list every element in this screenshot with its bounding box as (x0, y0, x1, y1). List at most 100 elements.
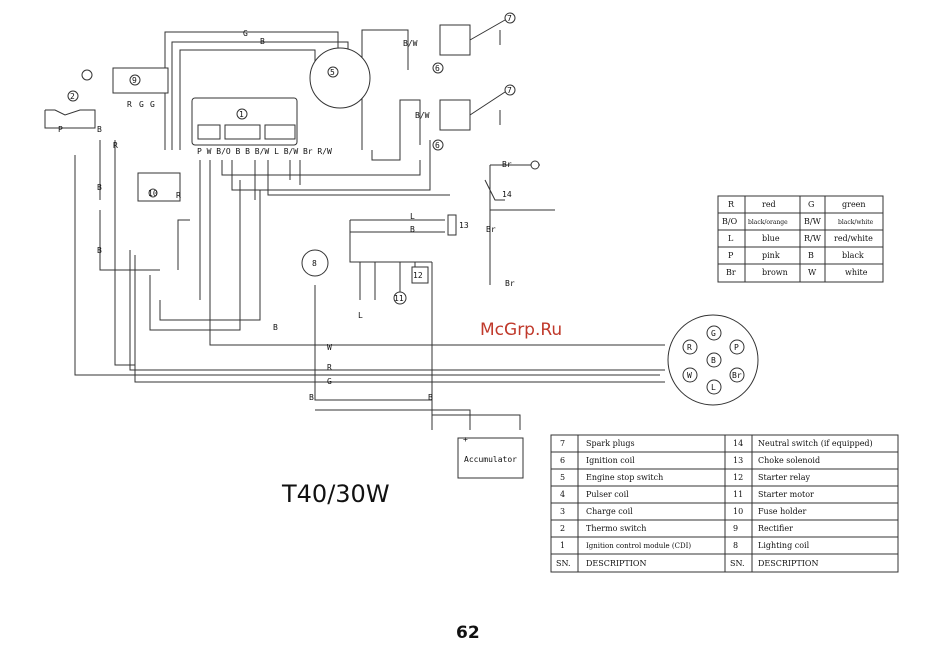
svg-text:Charge coil: Charge coil (586, 507, 633, 516)
svg-text:L: L (711, 383, 716, 392)
accumulator (457, 437, 524, 479)
connector-pin-r (682, 339, 698, 355)
wire-labels: G B B/W B/W R G G P B R B B R B L B Br B… (58, 29, 515, 402)
svg-text:B: B (97, 246, 102, 255)
svg-text:blue: blue (762, 234, 780, 243)
svg-text:14: 14 (733, 439, 743, 448)
svg-text:R: R (728, 200, 735, 209)
svg-text:W: W (687, 371, 692, 380)
diagram-title: T40/30W (281, 480, 390, 508)
svg-text:G: G (243, 29, 248, 38)
svg-text:R/W: R/W (804, 234, 822, 243)
svg-text:Thermo switch: Thermo switch (586, 524, 646, 533)
component-marker-6a (432, 62, 444, 74)
component-number-1: 1 (239, 110, 244, 119)
rectifier (112, 67, 169, 94)
component-number-5: 5 (330, 68, 335, 77)
svg-text:L: L (410, 212, 415, 221)
component-number-7b: 7 (507, 86, 512, 95)
svg-text:Spark plugs: Spark plugs (586, 439, 635, 448)
ground-terminal-icon (81, 69, 93, 81)
svg-text:SN.: SN. (730, 559, 745, 568)
svg-text:4: 4 (560, 490, 565, 499)
svg-text:10: 10 (733, 507, 743, 516)
neutral-switch (484, 179, 505, 201)
svg-text:green: green (842, 200, 866, 209)
svg-text:R: R (127, 100, 132, 109)
thermo-switch (44, 109, 96, 129)
svg-text:B/W: B/W (415, 111, 430, 120)
connector-pin-p (729, 339, 745, 355)
ignition-coil-bottom: 6 7 (432, 84, 516, 151)
svg-text:B: B (260, 37, 265, 46)
svg-text:white: white (845, 268, 868, 277)
cdi-terminal-labels: P W B/O B B B/W L B/W Br R/W (197, 147, 332, 156)
svg-text:Ignition coil: Ignition coil (586, 456, 635, 465)
starter-motor (393, 291, 407, 305)
svg-text:DESCRIPTION: DESCRIPTION (758, 559, 818, 568)
svg-text:B: B (410, 225, 415, 234)
svg-text:R: R (113, 141, 118, 150)
svg-text:G: G (150, 100, 155, 109)
svg-text:B/W: B/W (804, 217, 822, 226)
svg-text:B: B (309, 393, 314, 402)
choke-solenoid (447, 214, 457, 236)
component-number-2: 2 (70, 92, 75, 101)
svg-text:R: R (687, 343, 692, 352)
cdi-connector-2 (224, 124, 261, 140)
svg-text:P: P (734, 343, 739, 352)
color-legend: R red G green B/O black/orange B/W black… (717, 195, 884, 283)
component-number-14: 14 (502, 190, 512, 199)
svg-text:DESCRIPTION: DESCRIPTION (586, 559, 646, 568)
component-number-10: 10 (148, 189, 158, 198)
svg-text:B: B (273, 323, 278, 332)
svg-text:B: B (428, 393, 433, 402)
main-connector: G R B P W L Br (667, 314, 759, 406)
svg-text:G: G (808, 200, 814, 209)
connector-pin-w (682, 367, 698, 383)
svg-text:B/O: B/O (722, 217, 738, 226)
watermark: McGrp.Ru (480, 320, 562, 340)
svg-text:2: 2 (560, 524, 565, 533)
svg-text:B: B (97, 125, 102, 134)
svg-text:L: L (728, 234, 734, 243)
cdi-connector-3 (264, 124, 296, 140)
svg-text:Br: Br (726, 268, 736, 277)
svg-text:red: red (762, 200, 776, 209)
connector-pin-l (706, 379, 722, 395)
svg-text:5: 5 (560, 473, 565, 482)
component-marker-10 (148, 188, 158, 198)
component-number-8: 8 (312, 259, 317, 268)
wiring-lines (74, 29, 665, 430)
svg-text:B/W: B/W (403, 39, 418, 48)
svg-text:B: B (711, 356, 716, 365)
svg-text:Choke solenoid: Choke solenoid (758, 456, 820, 465)
svg-text:R: R (176, 191, 181, 200)
svg-text:7: 7 (560, 439, 565, 448)
connector-icon (530, 160, 540, 170)
accumulator-label: Accumulator (464, 455, 517, 464)
component-number-6b: 6 (435, 141, 440, 150)
spark-plug-bottom-icon (504, 84, 516, 96)
svg-text:W: W (808, 268, 817, 277)
svg-text:W: W (327, 343, 332, 352)
svg-text:SN.: SN. (556, 559, 571, 568)
svg-text:Neutral switch (if equipped): Neutral switch (if equipped) (758, 439, 873, 448)
svg-text:Ignition control module (CDI): Ignition control module (CDI) (586, 542, 691, 550)
svg-text:red/white: red/white (834, 234, 873, 243)
svg-text:3: 3 (560, 507, 565, 516)
svg-text:Br: Br (505, 279, 515, 288)
fuse-holder (137, 172, 181, 202)
component-number-12: 12 (413, 271, 423, 280)
component-number-13: 13 (459, 221, 469, 230)
component-marker-1 (236, 108, 248, 120)
component-number-9: 9 (132, 76, 137, 85)
engine-stop-switch (309, 47, 371, 109)
component-number-11: 11 (394, 294, 404, 303)
cdi-connector-1 (197, 124, 221, 140)
connector-pin-g (706, 325, 722, 341)
svg-text:Engine stop switch: Engine stop switch (586, 473, 663, 482)
svg-text:11: 11 (733, 490, 743, 499)
component-number-7a: 7 (507, 14, 512, 23)
svg-text:Lighting coil: Lighting coil (758, 541, 810, 550)
